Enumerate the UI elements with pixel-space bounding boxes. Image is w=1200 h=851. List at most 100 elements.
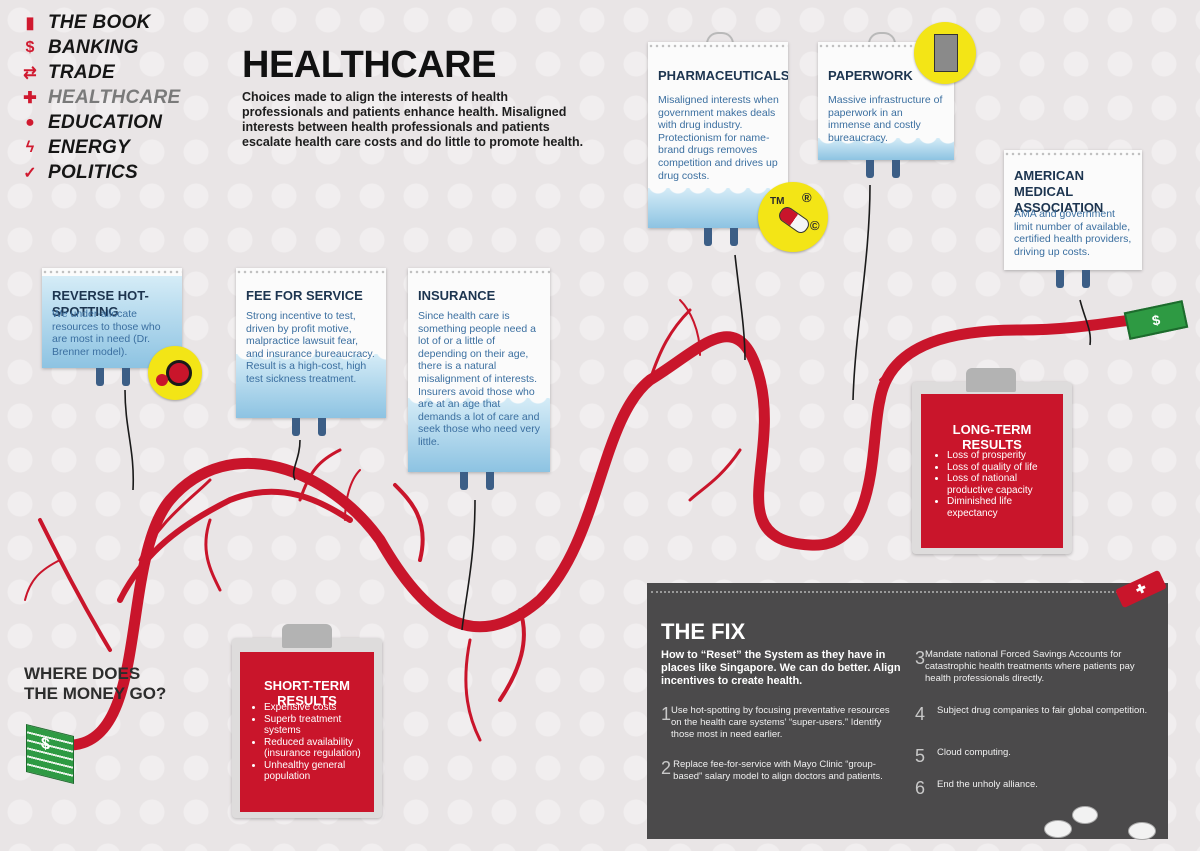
bag-title: PHARMACEUTICALS: [658, 68, 788, 83]
nav-item-banking[interactable]: $ BANKING: [22, 35, 180, 60]
bag-text: Since health care is something people ne…: [418, 310, 540, 448]
list-item: Loss of national productive capacity: [947, 473, 1065, 496]
clipboard-clip: [282, 624, 332, 648]
artery-branch: [24, 559, 61, 601]
bag-perforation: [236, 270, 386, 274]
apple-icon: ●: [25, 113, 35, 131]
section-nav: ▮ THE BOOK $ BANKING ⇄ TRADE ✚ HEALTHCAR…: [22, 10, 180, 185]
bag-wave: [236, 354, 386, 364]
nav-label: BANKING: [48, 36, 139, 58]
capsule-icon: [776, 204, 812, 236]
list-item: Loss of quality of life: [947, 462, 1065, 474]
nav-label: ENERGY: [48, 136, 131, 158]
list-item: Unhealthy general population: [264, 760, 376, 783]
money-symbol: $: [41, 734, 50, 754]
iv-port: [704, 228, 712, 246]
cross-icon: ✚: [23, 89, 37, 107]
bag-wave: [818, 138, 954, 148]
artery-branch: [393, 483, 425, 562]
where-money-label: WHERE DOES THE MONEY GO?: [24, 664, 166, 704]
iv-tube: [292, 439, 301, 481]
iv-port: [460, 472, 468, 490]
iv-port: [730, 228, 738, 246]
iv-tube: [734, 254, 746, 361]
bag-title: FEE FOR SERVICE: [246, 288, 363, 303]
artery-branch: [344, 469, 361, 521]
fix-step-text: Cloud computing.: [937, 747, 1011, 758]
list-item: Reduced availability (insurance regulati…: [264, 737, 376, 760]
short-term-list: Expensive costs Superb treatment systems…: [250, 702, 376, 783]
clipboard-paper: LONG-TERM RESULTS Loss of prosperity Los…: [921, 394, 1063, 548]
bag-title: REVERSE HOT-SPOTTING: [52, 288, 149, 319]
bag-title: AMERICAN MEDICAL ASSOCIATION: [1014, 168, 1104, 215]
artery-branch: [679, 299, 701, 356]
bag-liquid: [408, 398, 550, 472]
long-term-list: Loss of prosperity Loss of quality of li…: [933, 450, 1065, 519]
iv-port: [1082, 270, 1090, 288]
list-item: Superb treatment systems: [264, 714, 376, 737]
nav-item-education[interactable]: ● EDUCATION: [22, 110, 180, 135]
filing-cabinet-icon: [934, 34, 958, 72]
fix-step: 3 Mandate national Forced Savings Accoun…: [915, 649, 1155, 685]
intro-text: Choices made to align the interests of h…: [242, 90, 584, 149]
artery-branch: [117, 488, 353, 603]
bag-perforation: [408, 270, 550, 274]
nav-item-energy[interactable]: ϟ ENERGY: [22, 135, 180, 160]
bag-text: Massive infrastructure of paperwork in a…: [828, 94, 943, 144]
page-title: HEALTHCARE: [242, 44, 496, 86]
artery-branch: [38, 518, 112, 652]
bag-perforation: [818, 44, 954, 48]
arrows-icon: ⇄: [23, 64, 37, 82]
nav-label: THE BOOK: [48, 11, 151, 33]
fix-step-number: 5: [915, 746, 926, 766]
pill-icon: [1072, 806, 1098, 824]
fix-step: 4 Subject drug companies to fair global …: [915, 705, 1155, 723]
artery-branch: [298, 448, 342, 502]
fix-title: THE FIX: [661, 619, 746, 644]
nav-label: TRADE: [48, 61, 115, 83]
list-item: Expensive costs: [264, 702, 376, 714]
filing-cabinet-badge-icon: [914, 22, 976, 84]
iv-port: [318, 418, 326, 436]
short-term-title: SHORT-TERM RESULTS: [264, 678, 350, 708]
nav-item-healthcare[interactable]: ✚ HEALTHCARE: [22, 85, 180, 110]
nav-item-politics[interactable]: ✓ POLITICS: [22, 160, 180, 185]
iv-tube: [461, 499, 476, 631]
artery-branch: [879, 344, 921, 381]
fix-step: 1 Use hot-spotting by focusing preventat…: [661, 705, 901, 741]
pharma-badge-icon: TM ® ©: [758, 182, 828, 252]
the-fix-panel: ✚ THE FIX How to “Reset” the System as t…: [647, 569, 1168, 839]
trademark-text: TM: [770, 196, 785, 207]
bag-wave: [408, 398, 550, 408]
long-term-clipboard: LONG-TERM RESULTS Loss of prosperity Los…: [912, 368, 1072, 554]
fix-step-text: Mandate national Forced Savings Accounts…: [925, 649, 1135, 684]
clipboard-clip: [966, 368, 1016, 392]
iv-port: [292, 418, 300, 436]
bag-perforation: [42, 270, 182, 274]
pill-icon: [1128, 822, 1156, 840]
iv-port: [892, 160, 900, 178]
fix-step: 5 Cloud computing.: [915, 747, 1155, 765]
nav-item-the-book[interactable]: ▮ THE BOOK: [22, 10, 180, 35]
nav-label: HEALTHCARE: [48, 86, 181, 108]
artery-branch: [464, 638, 482, 742]
fix-step-text: End the unholy alliance.: [937, 779, 1038, 790]
money-symbol: $: [1150, 311, 1162, 329]
fix-step-number: 2: [661, 758, 672, 778]
bag-title: INSURANCE: [418, 288, 496, 303]
pill-icon: [156, 374, 168, 386]
long-term-title: LONG-TERM RESULTS: [952, 422, 1032, 452]
dollar-icon: $: [25, 38, 35, 56]
fix-intro: How to “Reset” the System as they have i…: [661, 649, 901, 687]
nav-item-trade[interactable]: ⇄ TRADE: [22, 60, 180, 85]
nav-label: EDUCATION: [48, 111, 163, 133]
fix-step: 2 Replace fee-for-service with Mayo Clin…: [661, 759, 901, 783]
iv-bag-fee-for-service: FEE FOR SERVICE Strong incentive to test…: [236, 268, 386, 418]
bag-title: PAPERWORK: [828, 68, 913, 83]
fix-step-number: 3: [915, 648, 926, 668]
bag-wave: [648, 188, 788, 198]
artery-branch: [138, 478, 212, 562]
bag-text: AMA and government limit number of avail…: [1014, 208, 1132, 258]
iv-port: [486, 472, 494, 490]
bag-text: Misaligned interests when government mak…: [658, 94, 779, 182]
